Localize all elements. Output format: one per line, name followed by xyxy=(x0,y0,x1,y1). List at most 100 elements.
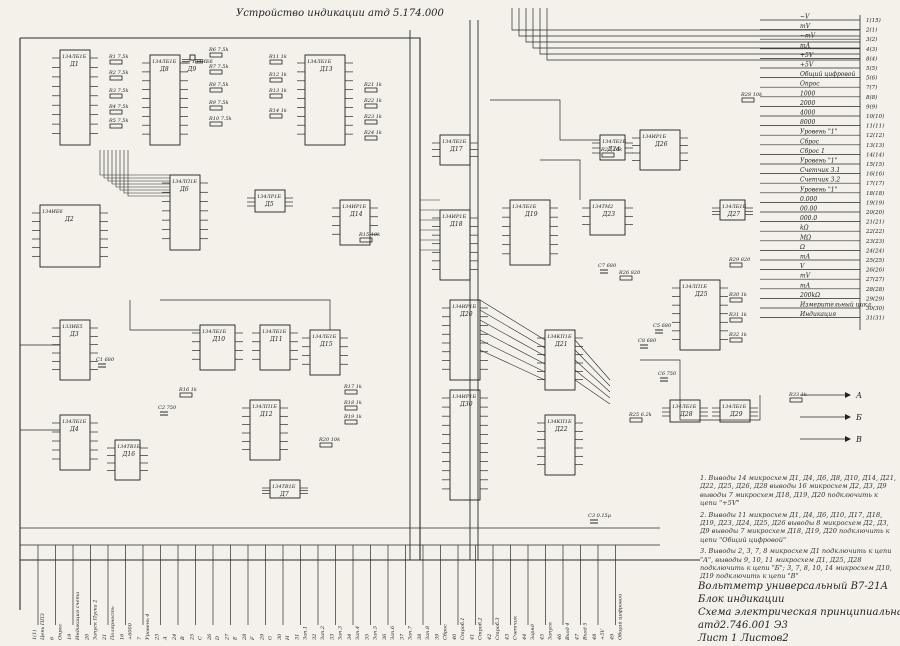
chip-ref: Д7 xyxy=(279,491,289,498)
chip-ref: Д23 xyxy=(602,211,616,218)
chip-type: 134ЛБ1Б xyxy=(722,204,747,210)
signal-name: Уровень "1" xyxy=(800,186,838,193)
signal-name: Измерительный цикл xyxy=(799,302,871,309)
right-signal: Уровень "1"18(18) xyxy=(800,186,884,197)
signal-pin: 5(6) xyxy=(866,75,877,82)
bottom-label: Заряд xyxy=(530,624,536,640)
signal-pin: 2(1) xyxy=(865,27,877,34)
chip-type: 134ИР1Б xyxy=(442,214,466,220)
signal-name: Опрос xyxy=(800,81,820,88)
resistor-label: R17 1k xyxy=(343,384,362,390)
bottom-label: Запуск Пуска 2 xyxy=(93,600,99,640)
sheet-title: Устройство индикации атд 5.174.000 xyxy=(236,8,444,19)
resistor-label: R12 1k xyxy=(268,72,287,78)
bottom-pin: 41 xyxy=(470,634,476,641)
resistor-r3: R3 7.5k xyxy=(108,88,129,99)
bottom-label: E xyxy=(233,636,239,641)
bottom-pin: 45 xyxy=(540,634,546,641)
resistor-label: R7 7.5k xyxy=(208,64,229,70)
chip-type: 134ТВ1Б xyxy=(272,484,296,490)
signal-name: 8000 xyxy=(800,119,815,126)
right-signal: ~V1(15) xyxy=(800,14,881,25)
chip-type: 134ИР1Б xyxy=(642,134,666,140)
right-signal: mV2(1) xyxy=(800,23,877,33)
bottom-pin: 30 xyxy=(277,633,283,640)
chip-ref: Д9 xyxy=(187,66,197,73)
device-name: Вольтметр универсальный В7-21А xyxy=(698,581,889,592)
right-signal: Счетчик 3.116(16) xyxy=(800,167,884,178)
bottom-pin: 49 xyxy=(610,633,616,641)
resistor-label: R22 1k xyxy=(363,98,382,104)
capacitor-c3: C3 0.15μ xyxy=(588,513,611,519)
bottom-signal: 48+5V xyxy=(592,628,606,641)
resistor-label: R13 1k xyxy=(268,88,287,94)
right-signal: 00.00 20(20) xyxy=(800,206,884,217)
chip-ref: Д22 xyxy=(554,426,568,433)
chip-type: 134ЛБ1Б xyxy=(262,329,287,335)
signal-pin: 20(20) xyxy=(865,209,884,216)
bottom-label: Зап.2 xyxy=(320,626,326,640)
signal-pin: 7(7) xyxy=(866,84,877,91)
chip-type: 134ЛП1Б xyxy=(172,179,197,185)
chip-ref: Д24 xyxy=(607,146,621,153)
signal-name: mA xyxy=(800,254,811,261)
bottom-pin: 39 xyxy=(435,633,441,640)
bottom-label: Строб.2 xyxy=(477,617,484,640)
chip-ref: Д4 xyxy=(69,426,79,433)
right-signal: 000.021(21) xyxy=(800,215,884,226)
signal-pin: 15(15) xyxy=(866,161,884,168)
chip-type: 134ЛБ1Б xyxy=(202,329,227,335)
right-signal: Уровень "1"12(12) xyxy=(800,129,884,140)
resistor-r21: R21 1k xyxy=(363,82,382,93)
bottom-pin: 47 xyxy=(575,633,581,641)
right-signal: mA4(3) xyxy=(800,42,877,53)
bottom-pin: 46 xyxy=(557,633,563,641)
sheet-info: Лист 1 Листов2 xyxy=(698,633,789,644)
unit-name: Блок индикации xyxy=(698,594,785,605)
resistor-label: R14 1k xyxy=(268,108,287,114)
resistor-label: R5 7.5k xyxy=(108,118,129,124)
bottom-label: Зап.6 xyxy=(390,625,396,640)
bottom-pin: 24 xyxy=(172,634,178,641)
resistor-r23: R23 1k xyxy=(363,114,382,125)
resistor-label: R8 7.5k xyxy=(208,82,229,88)
resistor-r8: R8 7.5k xyxy=(208,82,229,93)
bottom-label: Индикация счета xyxy=(75,592,81,641)
bottom-label: Счетчик xyxy=(513,616,519,640)
resistor-label: R24 1k xyxy=(363,130,382,136)
signal-name: 000.0 xyxy=(800,215,817,222)
bottom-pin: 26 xyxy=(207,633,213,641)
bottom-label: H xyxy=(285,635,291,641)
resistor-label: R18 1k xyxy=(343,400,362,406)
right-signal: V26(26) xyxy=(800,263,884,274)
output-label: А xyxy=(855,391,862,400)
capacitor-label: C1 680 xyxy=(96,357,115,363)
signal-name: Уровень "1" xyxy=(800,158,838,165)
signal-name: ~V xyxy=(800,14,810,21)
signal-name: 00.00 xyxy=(800,206,817,213)
bottom-label: D xyxy=(215,636,221,641)
note-2: 2. Выводы 11 микросхем Д1, Д4, Д6, Д10, … xyxy=(700,510,890,544)
